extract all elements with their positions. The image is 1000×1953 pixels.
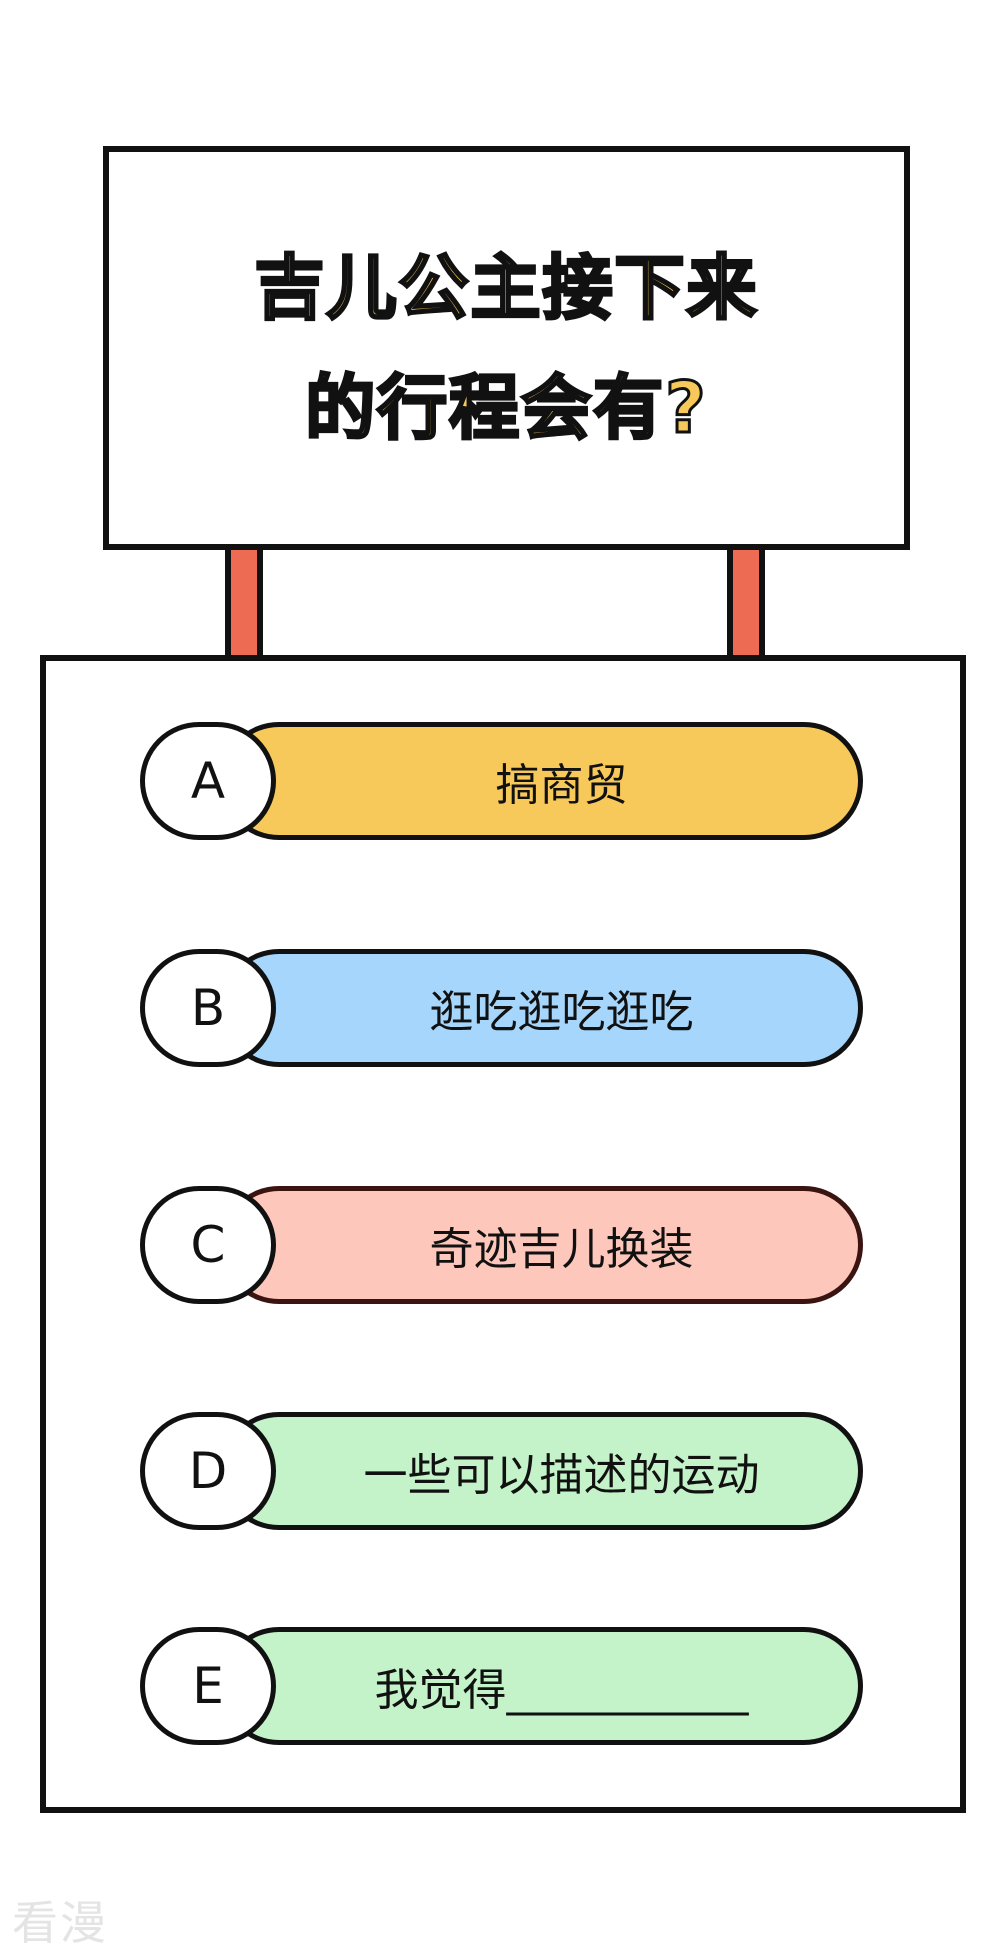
- option-c[interactable]: 奇迹吉儿换装 C: [140, 1186, 863, 1304]
- option-d-letter-circle[interactable]: D: [140, 1412, 276, 1530]
- option-a[interactable]: 搞商贸 A: [140, 722, 863, 840]
- option-e-letter-circle[interactable]: E: [140, 1627, 276, 1745]
- option-d-pill[interactable]: 一些可以描述的运动: [220, 1412, 863, 1530]
- question-line-1: 吉儿公主接下来: [253, 246, 759, 331]
- option-e[interactable]: 我觉得___________ E: [140, 1627, 863, 1745]
- option-a-text: 搞商贸: [495, 760, 628, 811]
- option-b[interactable]: 逛吃逛吃逛吃 B: [140, 949, 863, 1067]
- option-c-text: 奇迹吉儿换装: [429, 1224, 694, 1275]
- question-line-2: 的行程会有?: [304, 366, 708, 451]
- option-b-letter: B: [190, 979, 226, 1037]
- option-a-pill[interactable]: 搞商贸: [220, 722, 863, 840]
- sign-post-right: [727, 550, 765, 658]
- option-e-pill[interactable]: 我觉得___________: [220, 1627, 863, 1745]
- option-c-letter: C: [190, 1216, 226, 1274]
- option-a-letter: A: [190, 752, 226, 810]
- option-d[interactable]: 一些可以描述的运动 D: [140, 1412, 863, 1530]
- option-c-pill[interactable]: 奇迹吉儿换装: [220, 1186, 863, 1304]
- option-b-letter-circle[interactable]: B: [140, 949, 276, 1067]
- watermark-text: 看漫: [12, 1896, 108, 1950]
- option-e-text: 我觉得___________: [374, 1665, 749, 1716]
- option-b-pill[interactable]: 逛吃逛吃逛吃: [220, 949, 863, 1067]
- question-sign-board: 吉儿公主接下来 的行程会有?: [103, 146, 910, 550]
- option-d-letter: D: [188, 1442, 228, 1500]
- option-a-letter-circle[interactable]: A: [140, 722, 276, 840]
- option-d-text: 一些可以描述的运动: [363, 1450, 760, 1501]
- option-e-letter: E: [192, 1657, 224, 1715]
- option-b-text: 逛吃逛吃逛吃: [429, 987, 694, 1038]
- option-c-letter-circle[interactable]: C: [140, 1186, 276, 1304]
- sign-post-left: [225, 550, 263, 658]
